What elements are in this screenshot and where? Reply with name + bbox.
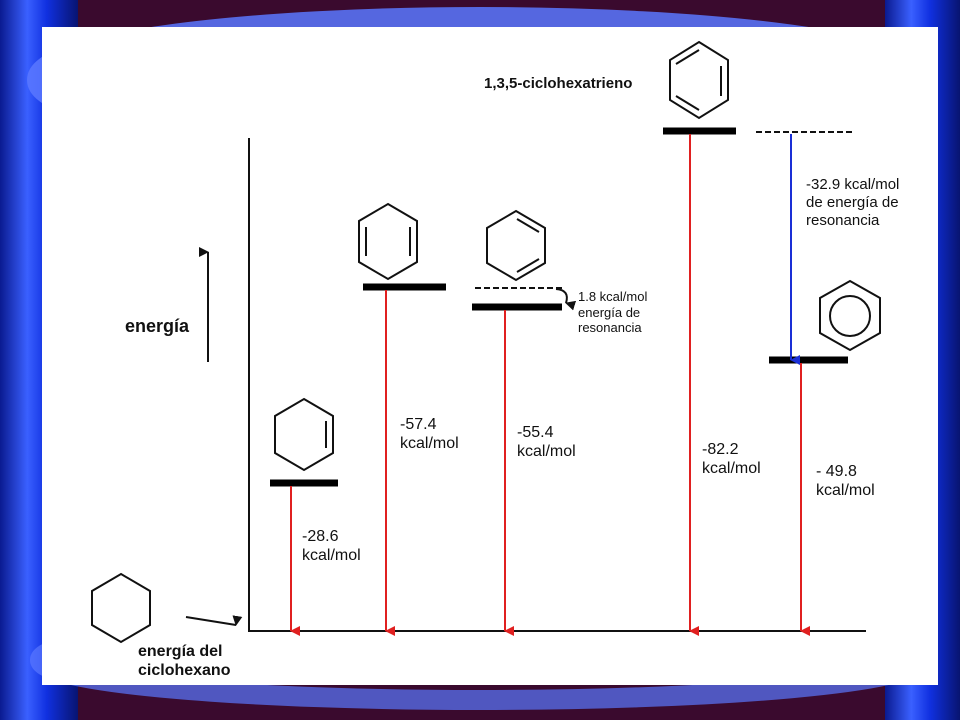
- baseline-pointer-arrow: [185, 615, 243, 626]
- benzene-structure: [819, 279, 881, 352]
- resonance-label-diene: 1.8 kcal/mol energía de resonancia: [578, 289, 648, 336]
- energy-value-1-4-diene: -57.4 kcal/mol: [400, 416, 459, 453]
- cyclohexatriene-structure: [669, 40, 729, 120]
- baseline-label: energía del ciclohexano: [138, 643, 231, 680]
- cyclohexene-structure: [274, 397, 334, 472]
- energy-value-benzene: - 49.8 kcal/mol: [816, 463, 875, 500]
- energy-value-cyclohexatriene: -82.2 kcal/mol: [702, 441, 761, 478]
- energy-value-cyclohexene: -28.6 kcal/mol: [302, 528, 361, 565]
- energy-value-1-3-diene: -55.4 kcal/mol: [517, 424, 576, 461]
- cyclohexa-1-3-diene-structure: [486, 209, 546, 282]
- cyclohexane-structure: [91, 572, 151, 644]
- cyclohexatriene-label: 1,3,5-ciclohexatrieno: [484, 75, 633, 92]
- slide-content-area: [42, 27, 938, 685]
- resonance-label-benzene: -32.9 kcal/mol de energía de resonancia: [806, 176, 900, 229]
- energy-axis-label: energía: [125, 316, 190, 336]
- diene-resonance-curve-arrow: [555, 288, 577, 311]
- cyclohexa-1-4-diene-structure: [358, 202, 418, 281]
